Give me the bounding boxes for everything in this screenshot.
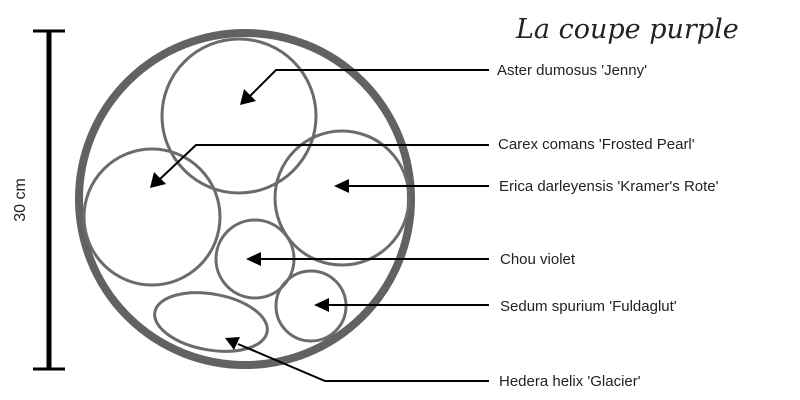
plant-circle-aster bbox=[160, 37, 318, 195]
plant-label-hedera: Hedera helix 'Glacier' bbox=[499, 373, 641, 390]
scale-bar bbox=[33, 29, 65, 371]
plant-label-sedum: Sedum spurium 'Fuldaglut' bbox=[500, 298, 677, 315]
leader-aster bbox=[240, 69, 489, 105]
leader-hedera bbox=[225, 337, 489, 382]
scale-label: 30 cm bbox=[12, 178, 29, 222]
plant-label-chou: Chou violet bbox=[500, 251, 576, 268]
arrowhead-carex bbox=[150, 172, 166, 188]
leader-sedum bbox=[314, 298, 489, 312]
plant-ellipse-hedera bbox=[153, 291, 269, 353]
leader-chou bbox=[246, 252, 489, 266]
plant-label-erica: Erica darleyensis 'Kramer's Rote' bbox=[499, 178, 719, 195]
arrowhead-hedera bbox=[225, 337, 240, 350]
plant-label-aster: Aster dumosus 'Jenny' bbox=[497, 62, 647, 79]
plant-circle-carex bbox=[82, 147, 222, 287]
arrowhead-chou bbox=[246, 252, 261, 266]
plant-label-carex: Carex comans 'Frosted Pearl' bbox=[498, 136, 695, 153]
arrowhead-sedum bbox=[314, 298, 329, 312]
pot-outline bbox=[75, 29, 415, 369]
leader-carex bbox=[150, 144, 489, 188]
leader-erica bbox=[334, 179, 489, 193]
diagram-title: La coupe purple bbox=[515, 14, 739, 45]
arrowhead-aster bbox=[240, 89, 256, 105]
arrowhead-erica bbox=[334, 179, 349, 193]
plant-circle-erica bbox=[273, 129, 411, 267]
